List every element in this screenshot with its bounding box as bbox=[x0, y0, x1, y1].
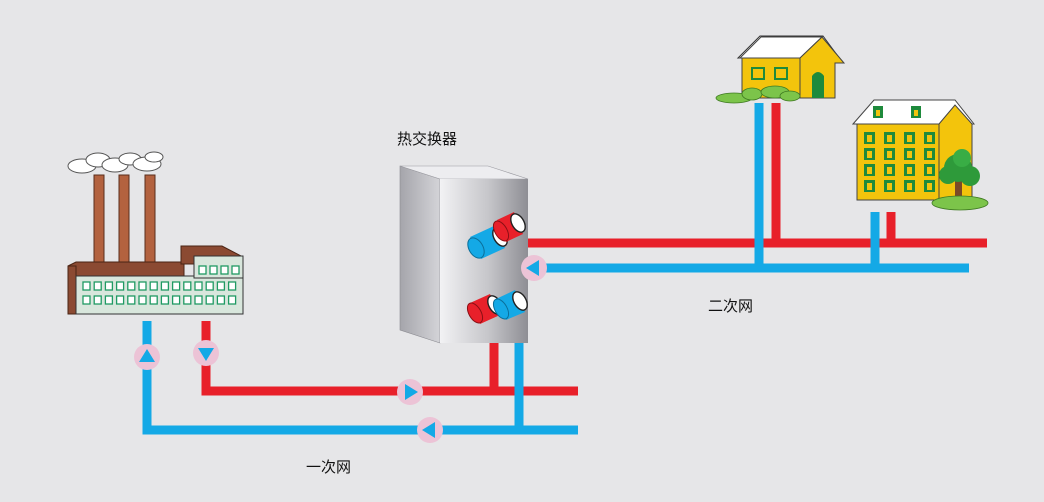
apartment-window bbox=[864, 164, 875, 176]
factory-window bbox=[227, 295, 237, 305]
nozzle-blue-lower bbox=[492, 290, 528, 320]
apartment-window bbox=[924, 180, 935, 192]
factory-window bbox=[183, 281, 192, 291]
factory-window bbox=[93, 281, 102, 291]
factory-window bbox=[231, 265, 240, 275]
apartment-window bbox=[924, 164, 935, 176]
heat-exchanger-icon bbox=[399, 165, 529, 344]
apartment-window bbox=[904, 164, 915, 176]
factory-window bbox=[216, 281, 226, 291]
factory-window bbox=[183, 295, 192, 305]
factory-window bbox=[205, 295, 214, 305]
factory-window bbox=[149, 281, 158, 291]
apartment-window bbox=[904, 180, 915, 192]
secondary-network-label: 二次网 bbox=[708, 297, 754, 315]
pump-primary-return-vertical bbox=[134, 344, 160, 370]
factory-icon bbox=[67, 151, 244, 315]
apartment-window bbox=[904, 132, 915, 144]
pump-primary-supply-vertical bbox=[193, 340, 219, 366]
pump-secondary-return bbox=[521, 255, 547, 281]
factory-window bbox=[160, 281, 170, 291]
apartment-window bbox=[924, 148, 935, 160]
apartment-window bbox=[864, 132, 875, 144]
factory-window bbox=[104, 281, 114, 291]
apartment-window bbox=[864, 180, 875, 192]
factory-windows bbox=[82, 265, 240, 305]
nozzle-red-upper bbox=[492, 212, 526, 242]
apartment-window bbox=[884, 180, 895, 192]
house-icon bbox=[715, 35, 846, 104]
pump-primary-return-horizontal bbox=[417, 417, 443, 443]
heat-exchanger-label: 热交换器 bbox=[397, 130, 458, 148]
factory-window bbox=[205, 281, 214, 291]
apartment-window bbox=[904, 148, 915, 160]
factory-window bbox=[138, 295, 147, 305]
factory-window bbox=[220, 265, 229, 275]
apartment-window bbox=[864, 148, 875, 160]
factory-window bbox=[216, 295, 226, 305]
apartment-window bbox=[884, 164, 895, 176]
factory-window bbox=[209, 265, 218, 275]
factory-window bbox=[82, 295, 91, 305]
factory-window bbox=[138, 281, 147, 291]
factory-window bbox=[227, 281, 237, 291]
factory-window bbox=[115, 295, 125, 305]
factory-window bbox=[171, 295, 181, 305]
factory-window bbox=[82, 281, 91, 291]
apartment-window bbox=[884, 132, 895, 144]
factory-window bbox=[194, 281, 203, 291]
apartment-windows bbox=[864, 132, 935, 192]
factory-window bbox=[198, 265, 207, 275]
secondary-supply-pipe bbox=[515, 103, 987, 248]
smoke-cloud-icon bbox=[67, 151, 164, 174]
factory-window bbox=[194, 295, 203, 305]
pump-primary-supply-horizontal bbox=[397, 379, 423, 405]
factory-window bbox=[115, 281, 125, 291]
factory-window bbox=[127, 295, 136, 305]
apartment-window bbox=[924, 132, 935, 144]
tree-icon bbox=[931, 149, 989, 211]
factory-window bbox=[149, 295, 158, 305]
factory-window bbox=[93, 295, 102, 305]
grass-icon bbox=[715, 85, 801, 104]
apartment-window bbox=[884, 148, 895, 160]
factory-window bbox=[160, 295, 170, 305]
factory-window bbox=[104, 295, 114, 305]
factory-window bbox=[171, 281, 181, 291]
factory-window bbox=[127, 281, 136, 291]
primary-network-label: 一次网 bbox=[306, 458, 352, 476]
